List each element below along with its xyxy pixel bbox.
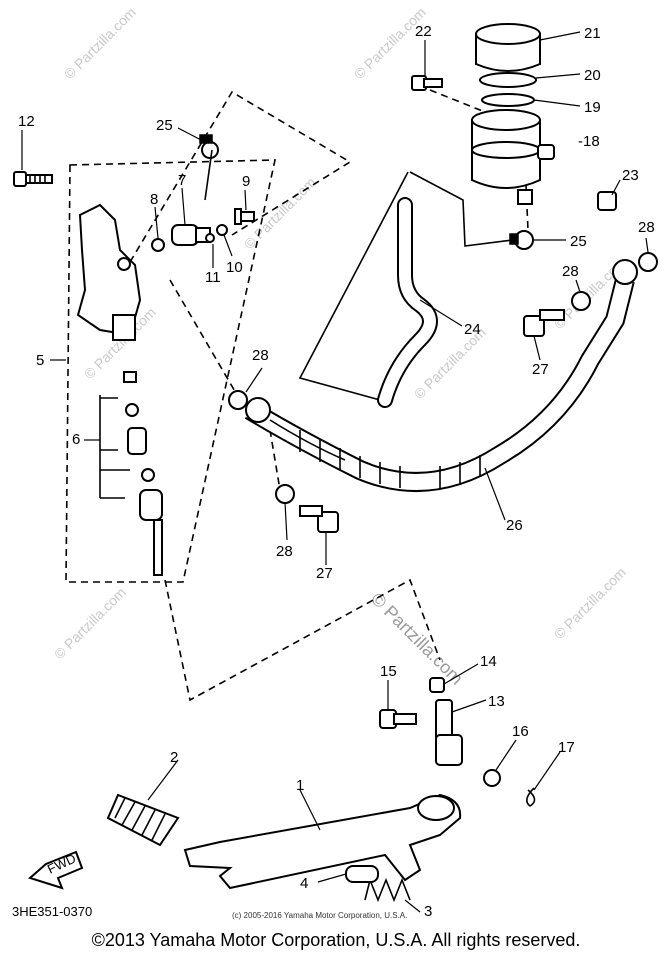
small-copyright: (c) 2005-2016 Yamaha Motor Corporation, … [232, 911, 407, 920]
bracket-23 [597, 191, 617, 211]
leader-dashed [129, 90, 352, 263]
washer-28 [571, 291, 591, 311]
plate-20 [479, 72, 537, 88]
callout-22: 22 [415, 23, 432, 40]
banjo-fitting-7 [171, 224, 211, 246]
leader-dashed [169, 279, 241, 401]
master-cylinder-body [76, 203, 142, 341]
callout-6: 6 [72, 431, 80, 448]
screw-9 [234, 208, 255, 225]
callout-27-right: 27 [532, 361, 549, 378]
diaphragm-19 [481, 93, 535, 107]
callout-27-left: 27 [316, 565, 333, 582]
assembly-dashed-outline [65, 159, 276, 583]
callout-25-lower: 25 [570, 233, 587, 250]
callout-28-left: 28 [252, 347, 269, 364]
watermarks: © Partzilla.com © Partzilla.com © Partzi… [51, 4, 629, 689]
o-ring-8 [151, 238, 165, 252]
watermark-text: © Partzilla.com [551, 564, 629, 642]
callout-5: 5 [36, 352, 44, 369]
callout-14: 14 [480, 653, 497, 670]
washer-10 [216, 224, 228, 236]
callout-19: 19 [584, 99, 601, 116]
spring-3 [364, 877, 411, 903]
callout-21: 21 [584, 25, 601, 42]
leader-dashed [525, 184, 529, 231]
callout-17: 17 [558, 739, 575, 756]
pin-15 [379, 709, 417, 729]
callout-20: 20 [584, 67, 601, 84]
push-rod-6 [123, 371, 163, 576]
callout-1: 1 [296, 777, 304, 794]
clip-11 [205, 233, 215, 243]
callout-4: 4 [300, 875, 308, 892]
callout-25-top: 25 [156, 117, 173, 134]
diagram-code: 3HE351-0370 [12, 904, 92, 919]
union-bolt-27 [299, 505, 339, 533]
shaft-4 [345, 865, 379, 883]
callout-12: 12 [18, 113, 35, 130]
callout-2: 2 [170, 749, 178, 766]
callout-10: 10 [226, 259, 243, 276]
washer-28 [638, 252, 658, 272]
callout-7: 7 [178, 172, 186, 189]
callout-28-mid: 28 [562, 263, 579, 280]
bolt-12 [13, 171, 53, 187]
callouts: 12 5 6 7 8 9 10 11 25 22 21 20 19 -18 23… [18, 23, 655, 920]
callout-16: 16 [512, 723, 529, 740]
callout-9: 9 [242, 173, 250, 190]
clevis-13 [435, 699, 463, 766]
callout-leaders [21, 31, 649, 913]
brake-hose-26 [244, 259, 638, 492]
callout-15: 15 [380, 663, 397, 680]
callout-28-right: 28 [638, 219, 655, 236]
clamp-25-top [199, 134, 219, 159]
washer-28 [275, 484, 295, 504]
footer-copyright: ©2013 Yamaha Motor Corporation, U.S.A. A… [91, 930, 581, 950]
callout-11: 11 [205, 269, 221, 286]
pipe-7 [204, 149, 213, 201]
watermark-text: © Partzilla.com [351, 4, 429, 82]
nut-14 [429, 677, 445, 693]
callout-3: 3 [424, 903, 432, 920]
union-bolt-27 [523, 309, 565, 337]
screw-22 [411, 75, 443, 91]
washer-16 [483, 769, 501, 787]
leader-line [298, 171, 409, 401]
cap-21 [475, 23, 541, 72]
callout-18: -18 [578, 133, 600, 150]
callout-23: 23 [622, 167, 639, 184]
reservoir-18 [471, 109, 555, 205]
watermark-text: © Partzilla.com [61, 4, 139, 82]
clamp-25-lower [509, 230, 534, 250]
leader-line [409, 171, 513, 247]
cotter-pin-17 [526, 787, 536, 807]
callout-24: 24 [464, 321, 481, 338]
callout-26: 26 [506, 517, 523, 534]
leader-dashed [269, 429, 281, 491]
callout-13: 13 [488, 693, 505, 710]
brake-pedal-1 [183, 793, 462, 890]
callout-28-bottom: 28 [276, 543, 293, 560]
fwd-arrow-icon: FWD [27, 851, 84, 890]
watermark-text: © Partzilla.com [51, 584, 129, 662]
washer-28 [228, 390, 248, 410]
group-bracket-6 [99, 395, 130, 499]
pedal-rubber-2 [106, 793, 180, 847]
leader-dashed [164, 578, 441, 702]
callout-8: 8 [150, 191, 158, 208]
